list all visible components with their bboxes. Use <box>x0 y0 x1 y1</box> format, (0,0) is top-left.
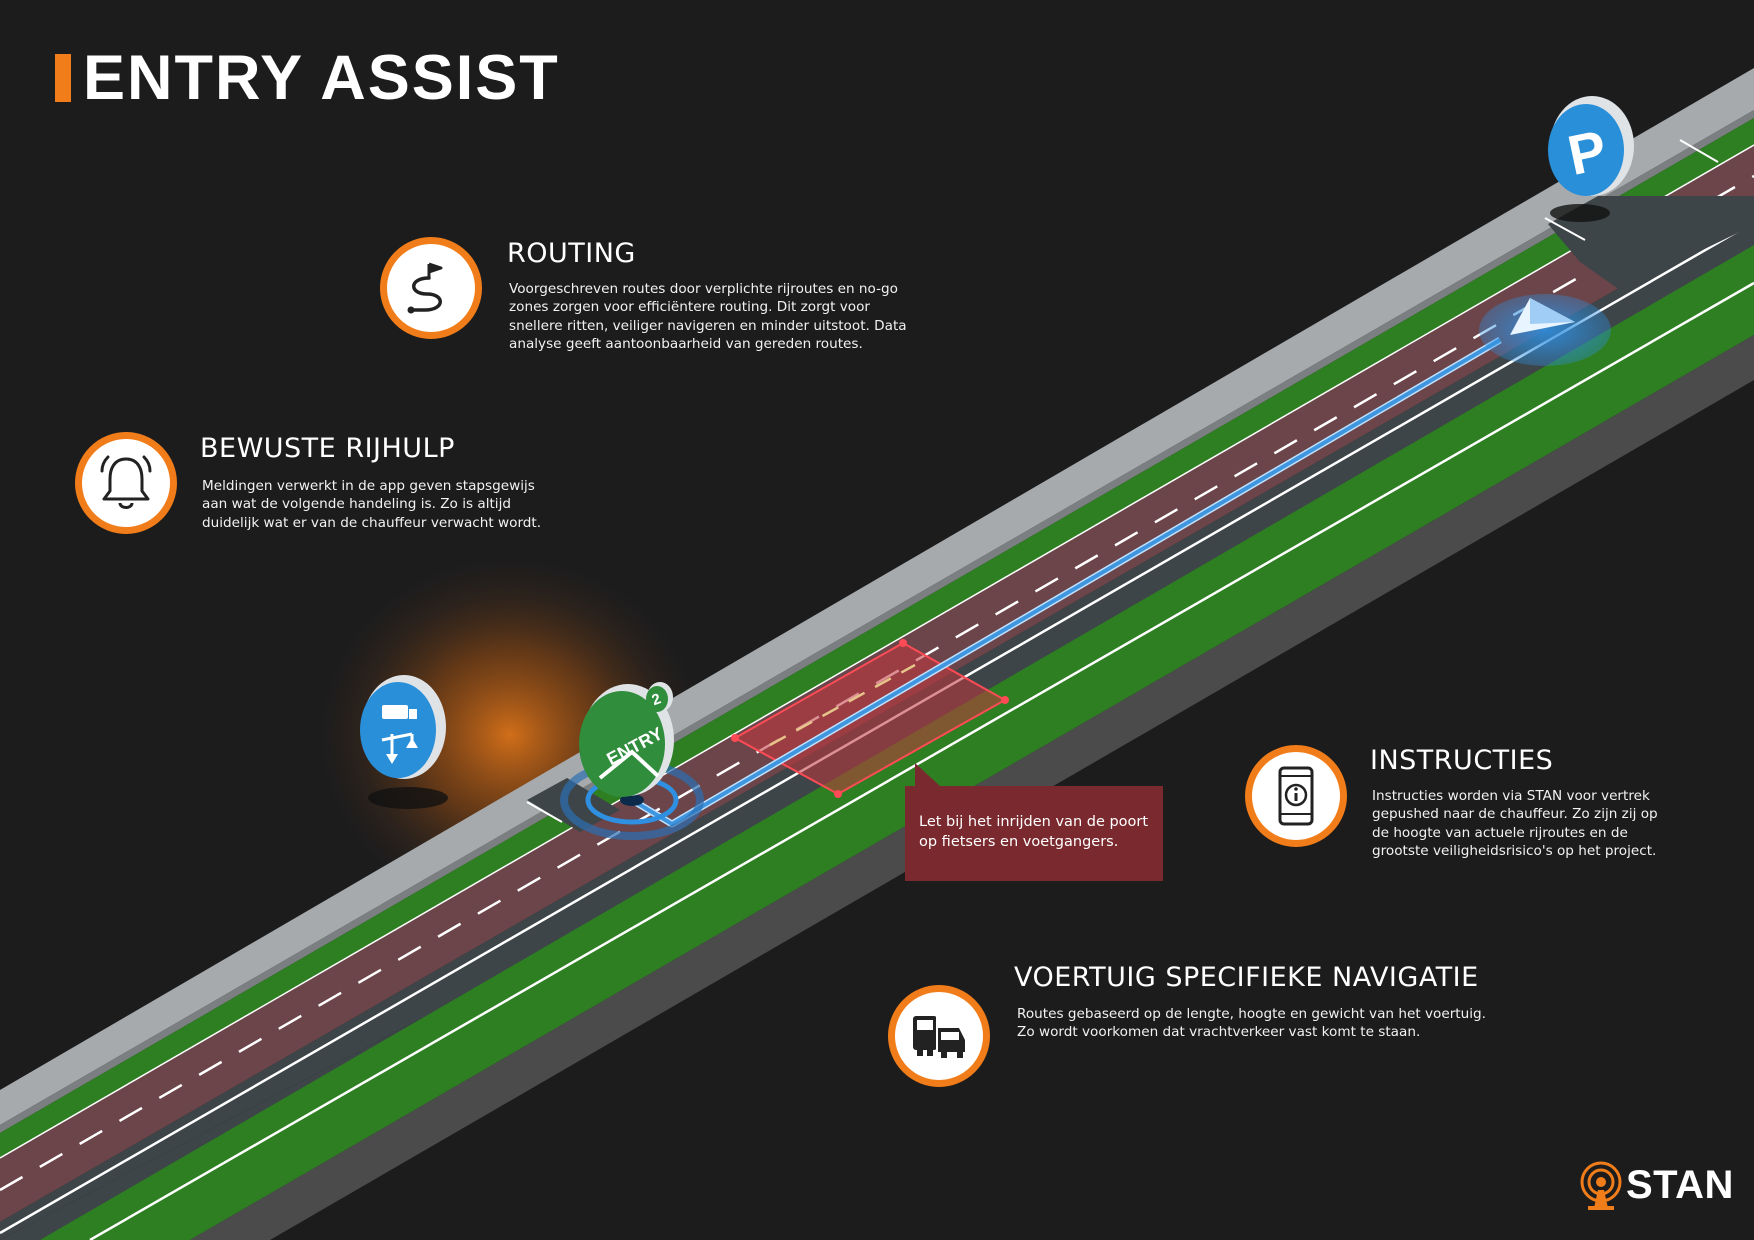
page-title: ENTRY ASSIST <box>83 42 560 113</box>
instructies-heading: INSTRUCTIES <box>1370 745 1554 776</box>
parking-sign: P <box>1548 96 1634 196</box>
voertuig-line: Routes gebaseerd op de lengte, hoogte en… <box>1017 1006 1486 1022</box>
rijhulp-line: Meldingen verwerkt in de app geven staps… <box>202 478 535 494</box>
routing-line: Voorgeschreven routes door verplichte ri… <box>509 281 898 297</box>
no-go-zone-corner <box>899 639 907 647</box>
title-accent-bar <box>55 54 71 102</box>
phone-info-icon <box>1278 766 1314 826</box>
instructies-line: gepushed naar de chauffeur. Zo zijn zij … <box>1372 806 1658 823</box>
bell-icon <box>100 455 152 509</box>
sidewalk <box>0 68 1754 1125</box>
parking-sign-shadow <box>1550 204 1610 222</box>
road-edge-line <box>89 281 1754 1240</box>
rijhulp-line: aan wat de volgende handeling is. Zo is … <box>202 496 511 513</box>
instructies-line: Instructies worden via STAN voor vertrek <box>1372 788 1650 804</box>
voertuig-description: Routes gebaseerd op de lengte, hoogte en… <box>1017 1005 1486 1042</box>
rijhulp-icon-badge <box>75 432 177 534</box>
no-go-zone-corner <box>1001 696 1009 704</box>
navigation-glow <box>1479 294 1611 366</box>
winding-route-flag-icon <box>407 262 443 314</box>
routing-description: Voorgeschreven routes door verplichte ri… <box>509 280 907 354</box>
routing-line: analyse geeft aantoonbaarheid van gerede… <box>509 336 863 353</box>
stan-logo-icon <box>1580 1161 1622 1210</box>
grass-strip-top <box>0 118 1754 1158</box>
instructies-icon-badge <box>1245 745 1347 847</box>
rijhulp-heading: BEWUSTE RIJHULP <box>200 433 455 464</box>
entry-target-dot <box>620 794 644 806</box>
truck-lane-sign-icon <box>360 675 446 779</box>
brand-logo: STAN <box>1578 1160 1734 1210</box>
routing-line: snellere ritten, veiliger navigeren en m… <box>509 317 907 334</box>
instructies-line: de hoogte van actuele rijroutes en de <box>1372 824 1628 841</box>
rijhulp-description: Meldingen verwerkt in de app geven staps… <box>202 477 541 532</box>
sidewalk-shadow <box>0 110 1754 1133</box>
callout-line: Let bij het inrijden van de poort <box>919 814 1149 830</box>
parking-line <box>1679 139 1719 163</box>
instructies-description: Instructies worden via STAN voor vertrek… <box>1372 787 1658 861</box>
rijhulp-line: duidelijk wat er van de chauffeur verwac… <box>202 514 542 531</box>
instructies-line: grootste veiligheidsrisico's op het proj… <box>1372 843 1657 860</box>
truck-sign-shadow <box>368 787 448 809</box>
warning-callout: Let bij het inrijden van de poort op fie… <box>905 786 1163 881</box>
no-go-zone-corner <box>834 790 842 798</box>
voertuig-icon-badge <box>888 985 990 1087</box>
callout-line: op fietsers en voetgangers. <box>919 834 1119 850</box>
bike-lane-border <box>0 144 1754 1159</box>
routing-heading: ROUTING <box>507 238 636 269</box>
callout-pointer <box>915 763 941 787</box>
routing-icon-badge <box>380 237 482 339</box>
entrance-gap <box>527 778 620 832</box>
routing-line: zones zorgen voor efficiëntere routing. … <box>509 299 871 316</box>
parking-line <box>1544 217 1586 241</box>
entry-sign: 2 ENTRY <box>579 682 674 797</box>
voertuig-line: Zo wordt voorkomen dat vrachtverkeer vas… <box>1017 1024 1421 1041</box>
entrance-line <box>526 801 563 823</box>
brand-name: STAN <box>1626 1162 1734 1207</box>
title-block: ENTRY ASSIST <box>55 46 560 109</box>
truck-car-icon <box>913 1010 965 1062</box>
voertuig-heading: VOERTUIG SPECIFIEKE NAVIGATIE <box>1014 962 1479 993</box>
no-go-zone-corner <box>731 734 739 742</box>
route-line <box>630 338 1502 826</box>
